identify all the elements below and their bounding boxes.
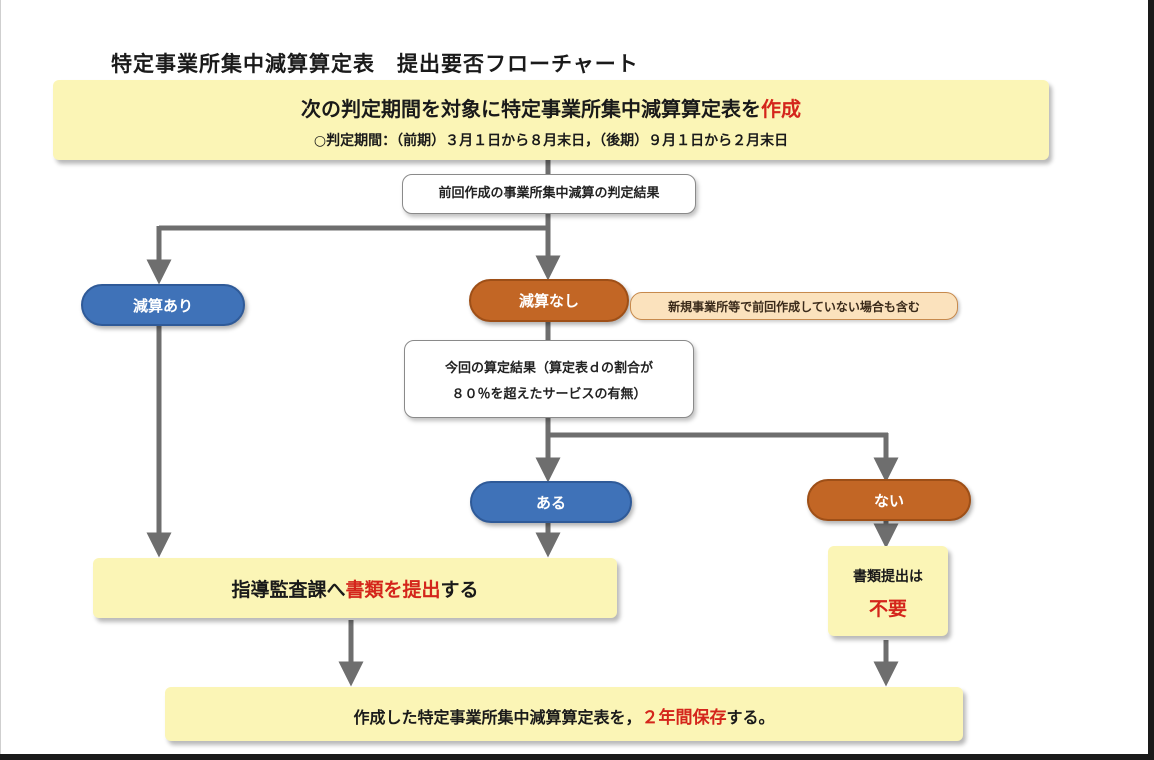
answer-nai-label: ない (873, 491, 904, 510)
no-submission-line1: 書類提出は (853, 569, 923, 585)
decision-previous-result-label: 前回作成の事業所集中減算の判定結果 (438, 186, 660, 201)
start-box-period: ○判定期間：（前期）３月１日から８月末日，（後期）９月１日から２月末日 (313, 133, 789, 149)
branch-genzan-ari-label: 減算あり (132, 296, 193, 315)
start-box-main-text: 次の判定期間を対象に特定事業所集中減算算定表を (301, 97, 761, 121)
submit-documents-highlight: 書類を提出 (345, 579, 441, 601)
branch-genzan-nashi-label: 減算なし (518, 292, 579, 310)
decision-previous-result: 前回作成の事業所集中減算の判定結果 (402, 174, 696, 214)
retention-box: 作成した特定事業所集中減算算定表を，２年間保存する。 (165, 687, 963, 741)
submit-documents-text: 指導監査課へ書類を提出する (93, 575, 617, 602)
answer-nai: ない (807, 479, 971, 521)
retention-text: 作成した特定事業所集中減算算定表を，２年間保存する。 (165, 703, 963, 728)
decision-current-result: 今回の算定結果（算定表ｄの割合が ８０％を超えたサービスの有無） (404, 340, 694, 418)
decision-current-result-line1: 今回の算定結果（算定表ｄの割合が (444, 361, 653, 376)
start-box-highlight: 作成 (761, 97, 801, 121)
answer-aru: ある (470, 481, 632, 523)
start-box: 次の判定期間を対象に特定事業所集中減算算定表を作成 ○判定期間：（前期）３月１日… (53, 80, 1049, 160)
decision-current-result-line2: ８０％を超えたサービスの有無） (451, 387, 647, 402)
submit-documents-suffix: する (440, 579, 479, 601)
retention-highlight: ２年間保存 (641, 708, 727, 728)
answer-aru-label: ある (535, 493, 566, 512)
branch-genzan-ari: 減算あり (81, 284, 245, 326)
note-new-office-label: 新規事業所等で前回作成していない場合も含む (668, 299, 920, 314)
note-new-office: 新規事業所等で前回作成していない場合も含む (630, 292, 958, 320)
submit-documents-box: 指導監査課へ書類を提出する (93, 558, 617, 618)
start-box-main: 次の判定期間を対象に特定事業所集中減算算定表を作成 (53, 93, 1049, 122)
retention-suffix: する。 (726, 708, 775, 727)
branch-genzan-nashi: 減算なし (469, 279, 629, 322)
retention-prefix: 作成した特定事業所集中減算算定表を， (353, 708, 642, 727)
no-submission-box: 書類提出は 不要 (828, 546, 948, 636)
submit-documents-prefix: 指導監査課へ (231, 579, 346, 601)
no-submission-highlight: 不要 (868, 598, 907, 620)
page-title: 特定事業所集中減算算定表 提出要否フローチャート (111, 52, 639, 76)
